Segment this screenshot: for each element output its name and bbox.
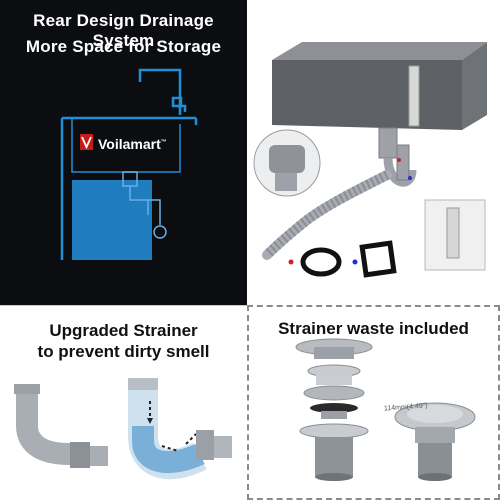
gasket-parts bbox=[288, 158, 412, 278]
storage-box bbox=[72, 180, 152, 260]
elbow-pipe-icon bbox=[14, 384, 108, 468]
strainer-waste-panel: Strainer waste included 114mm(4.49") bbox=[247, 305, 500, 500]
rear-drainage-panel: Rear Design Drainage System More Space f… bbox=[0, 0, 247, 305]
caption-prevent-smell: to prevent dirty smell bbox=[37, 342, 210, 361]
strainer-stack-icon bbox=[295, 338, 373, 481]
sink-illustration bbox=[253, 42, 487, 278]
sink-product-panel bbox=[247, 0, 500, 305]
overflow-inset bbox=[424, 199, 486, 271]
upgraded-strainer-panel: Upgraded Strainer to prevent dirty smell bbox=[0, 305, 247, 500]
round-gasket-icon bbox=[300, 247, 342, 277]
transparent-trap-icon bbox=[128, 378, 232, 480]
faucet-icon bbox=[138, 68, 187, 115]
overflow-pipe bbox=[408, 65, 420, 127]
headline-rear-design: Rear Design Drainage System bbox=[33, 11, 214, 50]
drain-pipe-icon bbox=[122, 171, 167, 239]
caption-upgraded-strainer: Upgraded Strainer bbox=[49, 321, 198, 340]
strainer-waste-illustration bbox=[295, 338, 476, 481]
brand-name: Voilamart™ bbox=[98, 136, 167, 152]
square-gasket-icon bbox=[359, 240, 397, 278]
caption-strainer-waste: Strainer waste included bbox=[278, 319, 469, 338]
drain-assembly bbox=[378, 127, 417, 187]
counter-outline bbox=[60, 116, 198, 260]
headline-more-space: More Space for Storage bbox=[25, 37, 222, 56]
voilamart-logo-icon bbox=[80, 134, 93, 150]
assembled-strainer-icon bbox=[394, 402, 476, 481]
hose-ribs bbox=[263, 170, 390, 259]
strainer-inset bbox=[253, 129, 321, 197]
cabinet-diagram bbox=[60, 68, 198, 260]
strainer-pipes-illustration bbox=[14, 378, 232, 480]
stainless-sink-body bbox=[272, 42, 487, 130]
